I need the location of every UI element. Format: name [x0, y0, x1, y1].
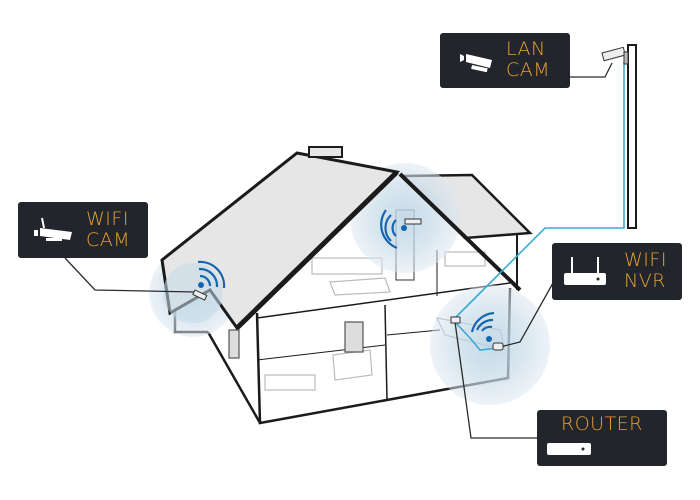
router-label: ROUTER [537, 410, 667, 466]
wifi-signal-icons [197, 209, 495, 342]
ethernet-cable [454, 62, 625, 319]
wifi-camera-icon [34, 217, 72, 241]
chimney [308, 146, 343, 158]
nvr-device-icon [564, 257, 606, 285]
router-line1: ROUTER [561, 413, 643, 435]
lan-cam-line1: LAN [506, 38, 546, 60]
wifi-cam-line2: CAM [86, 229, 131, 251]
lan-cam-label: LAN CAM [440, 33, 570, 88]
camera-devices [192, 46, 629, 351]
wifi-nvr-label: WIFI NVR [552, 243, 682, 300]
router-nvr-cable [454, 321, 498, 351]
wifi-cam-line1: WIFI [86, 208, 129, 230]
security-camera-icon [460, 54, 492, 72]
lan-cam-line2: CAM [506, 59, 551, 81]
camera-pole [627, 44, 637, 229]
router-device-icon [547, 443, 591, 455]
signal-glow-router [430, 285, 550, 405]
wifi-cam-label: WIFI CAM [18, 202, 148, 258]
wifi-nvr-line2: NVR [624, 270, 666, 292]
wifi-nvr-line1: WIFI [624, 249, 667, 271]
leader-lines [64, 62, 613, 439]
